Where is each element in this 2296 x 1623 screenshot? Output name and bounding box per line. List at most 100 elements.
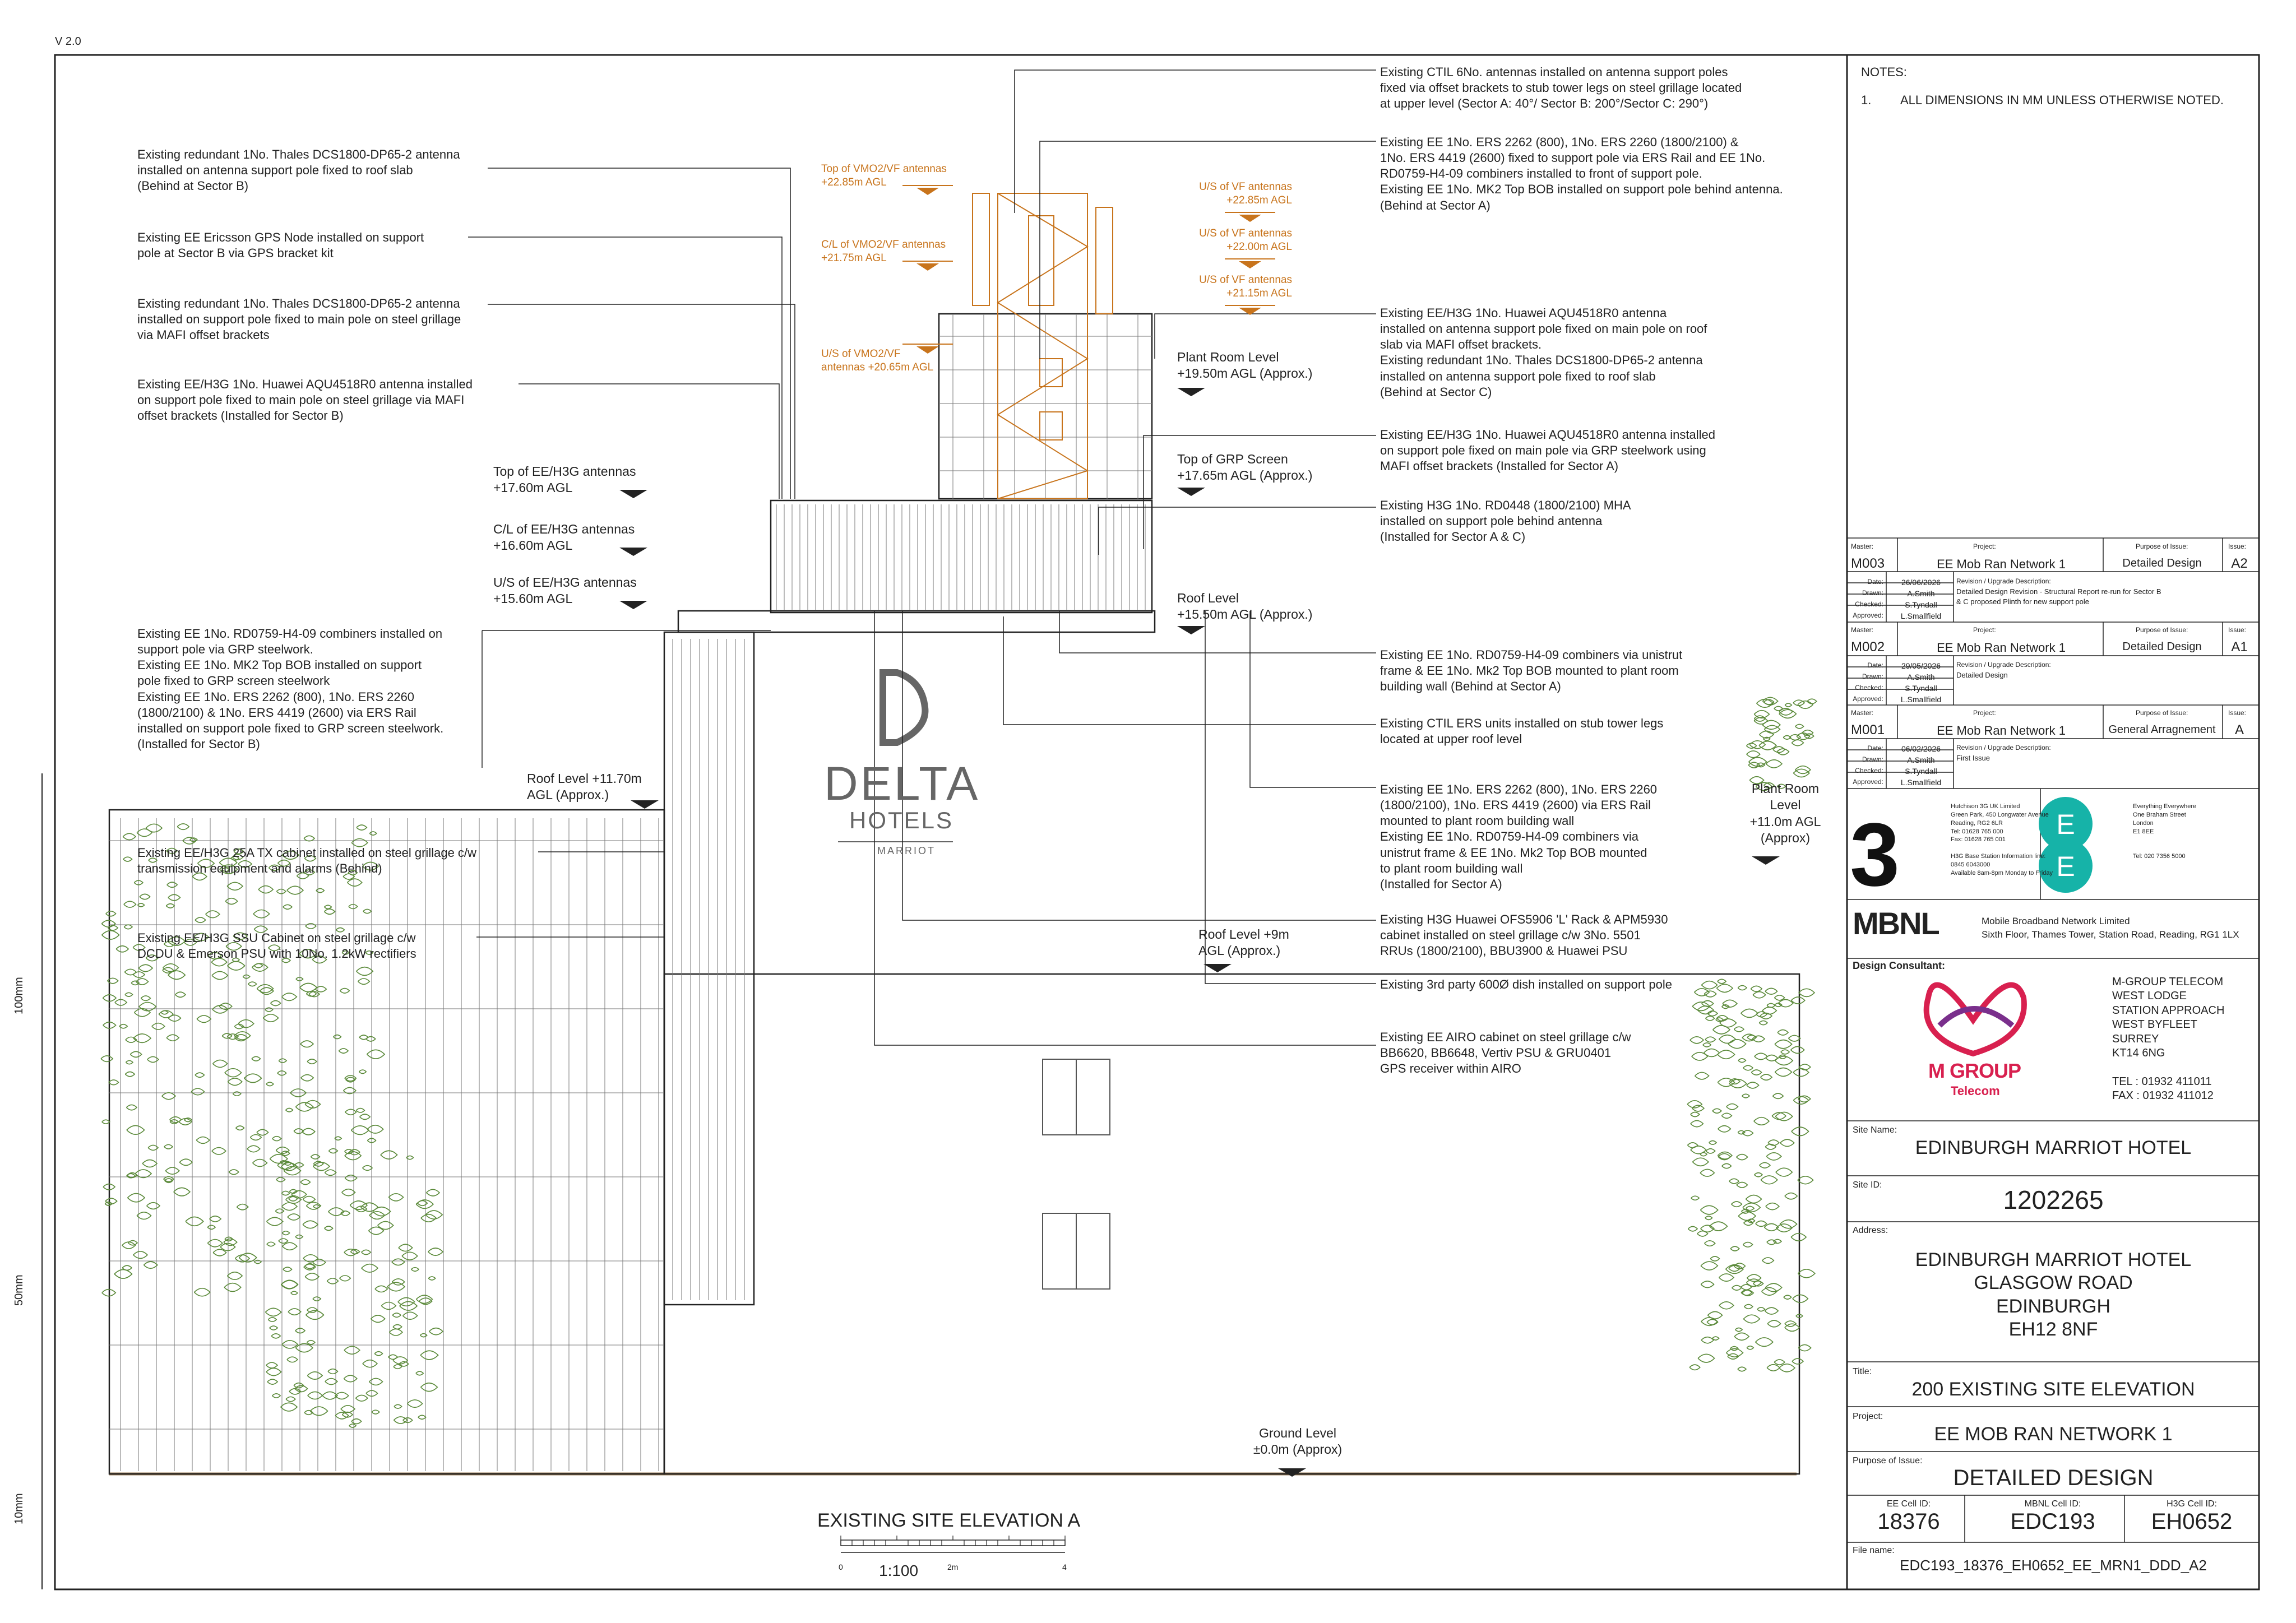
file-name-label: File name: — [1853, 1546, 1895, 1555]
annotation-right-2: Existing EE 1No. ERS 2262 (800), 1No. ER… — [1380, 135, 1783, 212]
rev-master-label: Master: — [1851, 542, 1874, 550]
rev-master: M002 — [1851, 639, 1885, 655]
delta-logo-word2: HOTELS — [849, 807, 954, 833]
rev-issue-label: Issue: — [2228, 542, 2247, 550]
grp-screen-slats — [776, 504, 1146, 610]
annotation-right-4: Existing EE/H3G 1No. Huawei AQU4518R0 an… — [1380, 428, 1716, 474]
consultant-address: M-GROUP TELECOM WEST LODGE STATION APPRO… — [2112, 976, 2225, 1102]
notes-heading: NOTES: — [1861, 65, 1907, 79]
rev-project: EE Mob Ran Network 1 — [1937, 724, 2066, 738]
rev-drawn-label: Drawn: — [1862, 673, 1883, 680]
note-1-num: 1. — [1861, 93, 1872, 107]
consultant-brand: M GROUP — [1928, 1059, 2021, 1082]
address-label: Address: — [1853, 1226, 1888, 1235]
level-roof-15-50: Roof Level +15.50m AGL (Approx.) — [1177, 591, 1313, 622]
rev-approved: L.Smallfield — [1900, 611, 1942, 620]
mgroup-logo-mark — [1923, 982, 2027, 1057]
note-1-text: ALL DIMENSIONS IN MM UNLESS OTHERWISE NO… — [1900, 93, 2224, 107]
tree-foliage — [100, 697, 1817, 1428]
rev-checked: S.Tyndall — [1905, 600, 1937, 609]
curtain-wall-grid — [109, 639, 745, 1471]
scale-label: 1:100 — [879, 1562, 919, 1579]
address: EDINBURGH MARRIOT HOTEL GLASGOW ROAD EDI… — [1915, 1249, 2192, 1341]
level-plant-room-19-50: Plant Room Level +19.50m AGL (Approx.) — [1177, 350, 1313, 381]
rev-approved: L.Smallfield — [1900, 695, 1942, 704]
rev-desc: First Issue — [1956, 754, 1990, 762]
mbnl-line-2: Sixth Floor, Thames Tower, Station Road,… — [1982, 929, 2239, 940]
delta-logo-word1: DELTA — [824, 757, 980, 810]
delta-logo-mark — [879, 669, 929, 746]
rev-purpose-label: Purpose of Issue: — [2136, 709, 2188, 717]
side-mark-10mm: 10mm — [13, 1493, 25, 1524]
mbnl-cell-id: EDC193 — [2010, 1509, 2095, 1534]
level-cl-ee-h3g: C/L of EE/H3G antennas +16.60m AGL — [493, 522, 635, 553]
site-name: EDINBURGH MARRIOT HOTEL — [1915, 1137, 2192, 1158]
level-plant-room-11-0: Plant Room Level +11.0m AGL (Approx) — [1749, 781, 1821, 846]
side-mark-50mm: 50mm — [13, 1274, 25, 1306]
orange-level-us-vf-2: U/S of VF antennas +22.00m AGL — [1199, 228, 1292, 253]
rev-date: 29/05/2026 — [1901, 661, 1941, 670]
rev-drawn: A.Smith — [1907, 673, 1935, 681]
rev-approved-label: Approved: — [1853, 778, 1883, 786]
rev-desc: Detailed Design Revision - Structural Re… — [1956, 587, 2161, 606]
vf-lattice-tower — [972, 193, 1113, 499]
title: 200 EXISTING SITE ELEVATION — [1911, 1379, 2195, 1400]
rev-drawn: A.Smith — [1907, 755, 1935, 764]
rev-desc-label: Revision / Upgrade Description: — [1956, 661, 2051, 669]
mbnl-line-1: Mobile Broadband Network Limited — [1982, 916, 2130, 926]
mbnl-cell-label: MBNL Cell ID: — [2024, 1499, 2081, 1509]
rev-master-label: Master: — [1851, 626, 1874, 634]
delta-logo-word3: MARRIOT — [877, 845, 936, 856]
orange-level-us-vmo2: U/S of VMO2/VF antennas +20.65m AGL — [821, 348, 934, 374]
rev-checked: S.Tyndall — [1905, 767, 1937, 776]
h3g-cell-label: H3G Cell ID: — [2167, 1499, 2217, 1509]
project: EE MOB RAN NETWORK 1 — [1934, 1423, 2173, 1445]
orange-level-us-vf-1: U/S of VF antennas +22.85m AGL — [1199, 181, 1292, 207]
annotation-right-9: Existing H3G Huawei OFS5906 'L' Rack & A… — [1380, 912, 1668, 958]
consultant-heading: Design Consultant: — [1853, 960, 1945, 971]
rev-desc: Detailed Design — [1956, 671, 2008, 679]
annotation-left-7: Existing EE/H3G SSU Cabinet on steel gri… — [137, 931, 416, 961]
rev-purpose: Detailed Design — [2122, 641, 2202, 653]
sheet-border — [54, 54, 2260, 1590]
h3g-cell-id: EH0652 — [2151, 1509, 2233, 1534]
purpose-label: Purpose of Issue: — [1853, 1456, 1923, 1466]
level-roof-11-70: Roof Level +11.70m AGL (Approx.) — [527, 771, 642, 803]
rev-date-label: Date: — [1867, 744, 1883, 752]
orange-level-top-vmo2: Top of VMO2/VF antennas +22.85m AGL — [821, 163, 947, 189]
rev-approved: L.Smallfield — [1900, 778, 1942, 787]
leader-lines — [468, 69, 1376, 1046]
consultant-brand2: Telecom — [1951, 1084, 2000, 1098]
annotation-left-2: Existing EE Ericsson GPS Node installed … — [137, 230, 424, 261]
rev-project-label: Project: — [1973, 709, 1996, 717]
plant-room-grid — [939, 314, 1152, 499]
ee-contact-text: Everything Everywhere One Braham Street … — [2133, 803, 2197, 860]
rev-purpose-label: Purpose of Issue: — [2136, 626, 2188, 634]
level-top-grp-screen: Top of GRP Screen +17.65m AGL (Approx.) — [1177, 452, 1313, 483]
rev-project: EE Mob Ran Network 1 — [1937, 557, 2066, 571]
orange-level-us-vf-3: U/S of VF antennas +21.15m AGL — [1199, 274, 1292, 300]
annotation-left-5: Existing EE 1No. RD0759-H4-09 combiners … — [137, 627, 444, 752]
level-markers — [619, 185, 1780, 1477]
rev-desc-label: Revision / Upgrade Description: — [1956, 577, 2051, 585]
ers-unit-1 — [1039, 358, 1063, 387]
site-name-label: Site Name: — [1853, 1125, 1897, 1135]
rev-master: M001 — [1851, 722, 1885, 738]
antenna-right — [1095, 207, 1113, 314]
level-roof-9: Roof Level +9m AGL (Approx.) — [1198, 927, 1289, 958]
ee-logo: E E — [2039, 797, 2093, 893]
rev-checked-label: Checked: — [1855, 684, 1883, 692]
rev-purpose: Detailed Design — [2122, 557, 2202, 569]
three-contact-text: Hutchison 3G UK Limited Green Park, 450 … — [1951, 803, 2053, 877]
rev-approved-label: Approved: — [1853, 695, 1883, 703]
rev-issue: A — [2234, 722, 2244, 738]
level-ground: Ground Level ±0.0m (Approx) — [1253, 1426, 1343, 1457]
site-id-label: Site ID: — [1853, 1180, 1882, 1190]
antenna-centre — [1028, 215, 1054, 306]
annotation-left-3: Existing redundant 1No. Thales DCS1800-D… — [137, 296, 461, 342]
rev-issue: A2 — [2231, 556, 2248, 571]
title-label: Title: — [1853, 1367, 1872, 1376]
ers-unit-2 — [1039, 411, 1063, 440]
rev-drawn: A.Smith — [1907, 589, 1935, 598]
